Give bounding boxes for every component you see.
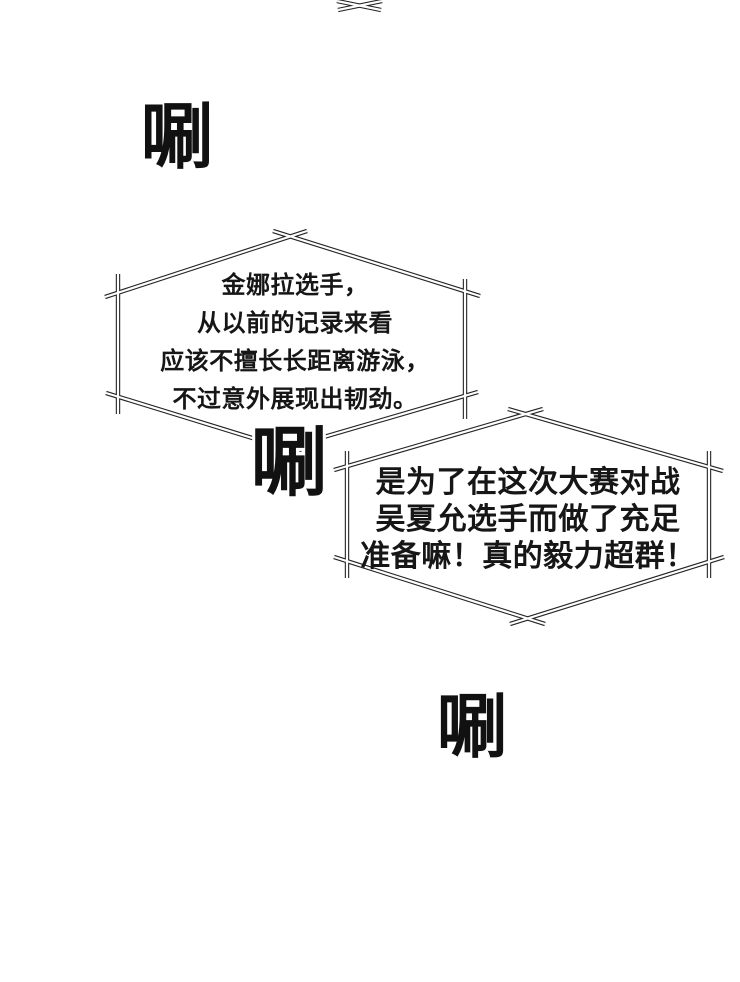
bubble-text-line: 金娜拉选手， [221,272,369,299]
speech-bubble-2: 是为了在这次大赛对战 吴夏允选手而做了充足 准备嘛！真的毅力超群！ [308,464,740,575]
bubble-text-line: 是为了在这次大赛对战 [375,466,681,499]
sfx-swish-bottom: 唰 [437,688,507,766]
bubble-text-line: 准备嘛！真的毅力超群！ [360,540,696,573]
bubble-text-line: 吴夏允选手而做了充足 [375,503,681,536]
bubble-text-line: 从以前的记录来看 [197,310,393,337]
bubble-text-line: 不过意外展现出韧劲。 [172,386,418,413]
sfx-swish-top: 唰 [141,98,214,178]
bubble-text-line: 应该不擅长长距离游泳， [160,348,430,375]
speech-bubble-1: 金娜拉选手， 从以前的记录来看 应该不擅长长距离游泳， 不过意外展现出韧劲。 [95,267,495,419]
cutoff-bubble-border [337,0,382,10]
sfx-swish-middle: 唰 [251,421,327,506]
